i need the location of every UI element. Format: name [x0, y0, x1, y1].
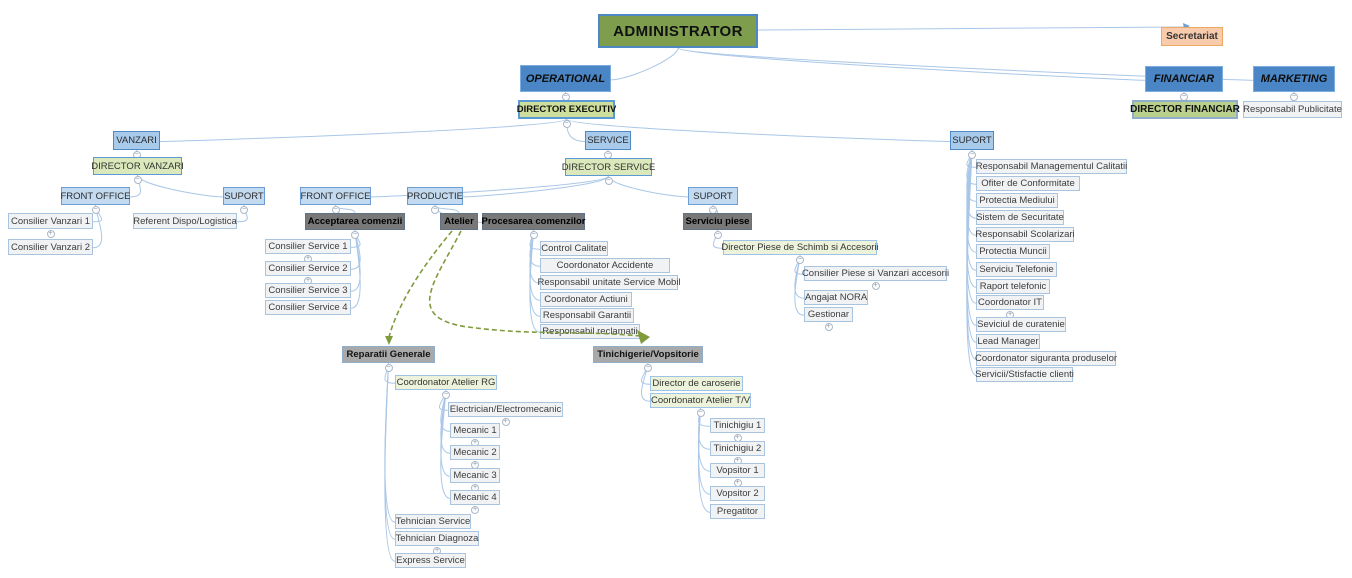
expand-icon[interactable]: +	[824, 323, 833, 331]
collapse-icon[interactable]: −	[442, 391, 450, 399]
node-vopsitor-1[interactable]: Vopsitor 1	[710, 463, 765, 478]
node-seviciul-curatenie[interactable]: Seviciul de curatenie	[976, 317, 1066, 332]
node-tinichigiu-1[interactable]: Tinichigiu 1	[710, 418, 765, 433]
node-consilier-vanzari-1[interactable]: Consilier Vanzari 1	[8, 213, 93, 229]
node-operational[interactable]: OPERATIONAL	[520, 65, 611, 92]
node-mecanic-1[interactable]: Mecanic 1	[450, 423, 500, 438]
node-front-office-service[interactable]: FRONT OFFICE	[300, 187, 371, 205]
collapse-icon[interactable]: −	[796, 256, 804, 264]
node-gestionar[interactable]: Gestionar	[804, 307, 853, 322]
node-suport-vanzari[interactable]: SUPORT	[223, 187, 265, 205]
node-serviciu-telefonie[interactable]: Serviciu Telefonie	[976, 262, 1057, 277]
node-financiar[interactable]: FINANCIAR	[1145, 66, 1223, 92]
node-coordonator-atelier-rg[interactable]: Coordonator Atelier RG	[395, 375, 497, 390]
collapse-icon[interactable]: −	[696, 409, 705, 417]
node-tinichigerie-vopsitorie[interactable]: Tinichigerie/Vopsitorie	[593, 346, 703, 363]
node-consilier-service-1[interactable]: Consilier Service 1	[265, 239, 351, 254]
collapse-icon[interactable]: −	[713, 231, 722, 239]
node-marketing[interactable]: MARKETING	[1253, 66, 1335, 92]
node-mecanic-3[interactable]: Mecanic 3	[450, 468, 500, 483]
node-director-executiv[interactable]: DIRECTOR EXECUTIV	[517, 100, 616, 119]
collapse-icon[interactable]: −	[351, 231, 359, 239]
collapse-icon[interactable]: −	[384, 364, 393, 372]
node-responsabil-reclamatii[interactable]: Responsabil reclamatii	[540, 324, 640, 339]
node-coordonator-siguranta[interactable]: Coordonator siguranta produselor	[974, 351, 1118, 366]
node-raport-telefonic[interactable]: Raport telefonic	[976, 279, 1050, 294]
node-mecanic-4[interactable]: Mecanic 4	[450, 490, 500, 505]
node-suport-division[interactable]: SUPORT	[950, 131, 994, 150]
node-coordonator-it[interactable]: Coordonator IT	[976, 295, 1044, 310]
node-administrator[interactable]: ADMINISTRATOR	[598, 14, 758, 48]
node-secretariat[interactable]: Secretariat	[1161, 27, 1223, 46]
node-vanzari[interactable]: VANZARI	[113, 131, 160, 150]
node-tehnician-diagnoza[interactable]: Tehnician Diagnoza	[395, 531, 479, 546]
node-consilier-vanzari-2[interactable]: Consilier Vanzari 2	[8, 239, 93, 255]
expand-icon[interactable]: +	[501, 418, 510, 426]
expand-icon[interactable]: +	[471, 506, 479, 514]
node-pregatitor[interactable]: Pregatitor	[710, 504, 765, 519]
node-servicii-stisfactie[interactable]: Servicii/Stisfactie clienti	[975, 367, 1074, 382]
node-referent-dispo[interactable]: Referent Dispo/Logistica	[133, 213, 237, 229]
node-tehnician-service[interactable]: Tehnician Service	[395, 514, 471, 529]
node-coordonator-actiuni[interactable]: Coordonator Actiuni	[540, 292, 632, 307]
collapse-icon[interactable]: −	[604, 177, 613, 185]
node-tinichigiu-2[interactable]: Tinichigiu 2	[710, 441, 765, 456]
collapse-icon[interactable]: −	[240, 206, 248, 214]
collapse-icon[interactable]: −	[562, 120, 571, 128]
node-atelier[interactable]: Atelier	[440, 213, 478, 230]
expand-icon[interactable]: +	[871, 282, 880, 290]
node-suport-service[interactable]: SUPORT	[688, 187, 738, 205]
collapse-icon[interactable]: −	[1290, 93, 1298, 101]
node-responsabil-garantii[interactable]: Responsabil Garantii	[540, 308, 634, 323]
node-lead-manager[interactable]: Lead Manager	[976, 334, 1040, 349]
node-control-calitate[interactable]: Control Calitate	[540, 241, 608, 256]
node-ofiter-conformitate[interactable]: Ofiter de Conformitate	[976, 176, 1080, 191]
node-service[interactable]: SERVICE	[585, 131, 631, 150]
node-protectia-mediului[interactable]: Protectia Mediului	[976, 193, 1058, 208]
collapse-icon[interactable]: −	[91, 206, 100, 214]
node-responsabil-scolarizari[interactable]: Responsabil Scolarizari	[975, 227, 1075, 242]
node-coordonator-atelier-tv[interactable]: Coordonator Atelier T/V	[650, 393, 751, 408]
node-resp-mgmt-calitatii[interactable]: Responsabil Managementul Calitatii	[975, 159, 1128, 174]
node-director-service[interactable]: DIRECTOR SERVICE	[562, 158, 655, 176]
collapse-icon[interactable]: −	[431, 206, 439, 214]
node-reparatii-generale[interactable]: Reparatii Generale	[342, 346, 435, 363]
collapse-icon[interactable]: −	[968, 151, 976, 159]
expand-icon[interactable]: +	[46, 230, 55, 238]
node-front-office-vanzari[interactable]: FRONT OFFICE	[60, 187, 131, 205]
node-coordonator-accidente[interactable]: Coordonator Accidente	[540, 258, 670, 273]
node-director-caroserie[interactable]: Director de caroserie	[650, 376, 743, 391]
collapse-icon[interactable]: −	[529, 231, 538, 239]
node-protectia-muncii[interactable]: Protectia Muncii	[976, 244, 1050, 259]
node-angajat-nora[interactable]: Angajat NORA	[804, 290, 868, 305]
node-director-vanzari[interactable]: DIRECTOR VANZARI	[91, 157, 184, 175]
node-express-service[interactable]: Express Service	[395, 553, 466, 568]
node-electrician[interactable]: Electrician/Electromecanic	[448, 402, 563, 417]
node-responsabil-unitate[interactable]: Responsabil unitate Service Mobil	[537, 275, 681, 290]
node-director-financiar[interactable]: DIRECTOR FINANCIAR	[1130, 100, 1240, 119]
collapse-icon[interactable]: −	[644, 364, 652, 372]
node-vopsitor-2[interactable]: Vopsitor 2	[710, 486, 765, 501]
node-acceptarea-comenzii[interactable]: Acceptarea comenzii	[305, 213, 405, 230]
collapse-icon[interactable]: −	[133, 176, 142, 184]
node-director-piese[interactable]: Director Piese de Schimb si Accesorii	[721, 240, 879, 255]
node-consilier-piese[interactable]: Consilier Piese si Vanzari accesorii	[801, 266, 950, 281]
node-responsabil-publicitate[interactable]: Responsabil Publicitate	[1243, 101, 1342, 118]
node-serviciu-piese[interactable]: Serviciu piese	[683, 213, 752, 230]
node-consilier-service-4[interactable]: Consilier Service 4	[265, 300, 351, 315]
node-consilier-service-2[interactable]: Consilier Service 2	[265, 261, 351, 276]
node-productie[interactable]: PRODUCTIE	[407, 187, 463, 205]
node-consilier-service-3[interactable]: Consilier Service 3	[265, 283, 351, 298]
node-sistem-securitate[interactable]: Sistem de Securitate	[976, 210, 1064, 225]
node-procesarea-comenzilor[interactable]: Procesarea comenzilor	[481, 213, 586, 230]
node-mecanic-2[interactable]: Mecanic 2	[450, 445, 500, 460]
